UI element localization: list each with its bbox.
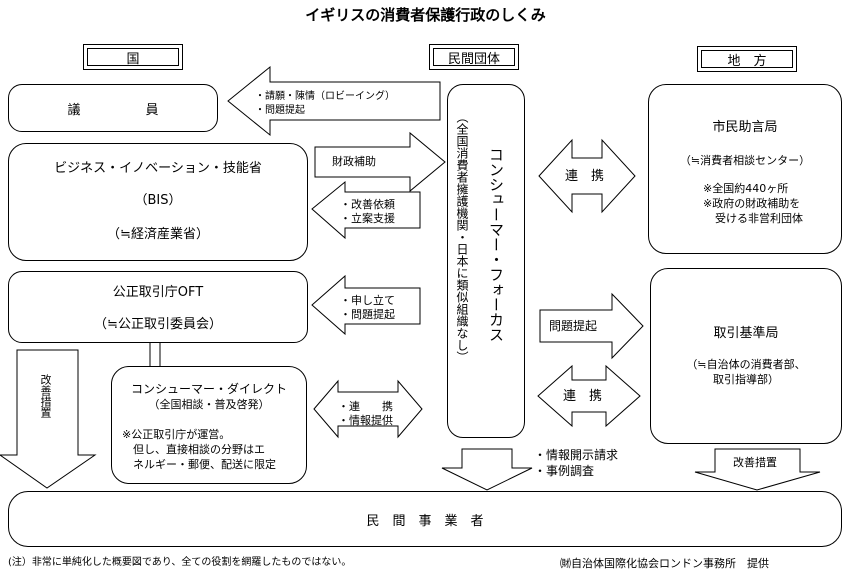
request-arrow bbox=[311, 180, 421, 240]
complaint-label-2: ・問題提起 bbox=[340, 308, 395, 321]
issue-raise-arrow bbox=[539, 292, 644, 360]
header-national: 国 bbox=[83, 44, 183, 70]
complaint-arrow bbox=[311, 274, 421, 336]
ts-name: 取引基準局 bbox=[713, 326, 779, 341]
link-upper-label: 連 携 bbox=[565, 169, 605, 184]
cooperate-arrow bbox=[313, 379, 423, 439]
header-private: 民間団体 bbox=[429, 44, 519, 70]
petition-arrow bbox=[227, 65, 441, 137]
box-consumer-focus: コンシューマー・フォーカス （全国消費者擁護機関・日本に類似組織なし） bbox=[447, 84, 525, 438]
cab-name: 市民助言局 bbox=[712, 120, 778, 135]
cab-note-2: ※政府の財政補助を bbox=[703, 197, 801, 210]
bis-abbrev: （BIS） bbox=[134, 193, 182, 208]
header-local-label: 地 方 bbox=[727, 53, 767, 69]
ts-equivalent-1: （≒自治体の消費者部、 bbox=[686, 358, 806, 371]
link-upper-arrow bbox=[538, 138, 636, 214]
focus-subtitle: （全国消費者擁護機関・日本に類似組織なし） bbox=[455, 111, 469, 363]
business-label: 民 間 事 業 者 bbox=[366, 513, 484, 529]
header-local: 地 方 bbox=[697, 46, 797, 72]
link-lower-arrow bbox=[537, 364, 641, 428]
cd-subtitle: （全国相談・普及啓発） bbox=[148, 398, 270, 411]
diagram-title: イギリスの消費者保護行政のしくみ bbox=[305, 6, 546, 24]
cooperate-label-1: ・連 携 bbox=[338, 400, 393, 413]
cooperate-label-2: ・情報提供 bbox=[338, 414, 393, 427]
disclosure-arrow bbox=[441, 448, 533, 491]
improve-left-arrow bbox=[0, 349, 97, 489]
petition-label-1: ・請願・陳情（ロビーイング） bbox=[255, 91, 395, 102]
ts-equivalent-2: 取引指導部） bbox=[713, 373, 779, 386]
header-private-label: 民間団体 bbox=[447, 51, 500, 67]
box-trading-standards: 取引基準局 （≒自治体の消費者部、 取引指導部） bbox=[650, 268, 842, 444]
box-parliament: 議 員 bbox=[8, 84, 218, 132]
improve-right-arrow bbox=[694, 448, 821, 491]
cd-note-1: ※公正取引庁が運営。 bbox=[122, 428, 231, 441]
box-bis: ビジネス・イノベーション・技能省 （BIS） （≒経済産業省） bbox=[8, 143, 308, 261]
issue-raise-label: 問題提起 bbox=[549, 319, 598, 333]
oft-equivalent: （≒公正取引委員会） bbox=[94, 317, 222, 332]
request-label-2: ・立案支援 bbox=[340, 212, 395, 225]
disclosure-label-2: ・事例調査 bbox=[534, 464, 595, 478]
improve-left-label: 改善措置 bbox=[39, 374, 52, 418]
improve-right-label: 改善措置 bbox=[733, 456, 777, 469]
box-consumer-direct: コンシューマー・ダイレクト （全国相談・普及啓発） ※公正取引庁が運営。 但し、… bbox=[111, 366, 307, 484]
oft-name: 公正取引庁OFT bbox=[112, 285, 204, 300]
link-lower-label: 連 携 bbox=[563, 389, 603, 404]
box-private-business: 民 間 事 業 者 bbox=[8, 491, 842, 547]
cab-note-3: 受ける非営利団体 bbox=[715, 212, 803, 225]
cd-note-2: 但し、直接相談の分野はエ bbox=[122, 443, 265, 456]
box-oft: 公正取引庁OFT （≒公正取引委員会） bbox=[8, 271, 308, 343]
bis-equivalent: （≒経済産業省） bbox=[107, 227, 209, 242]
funding-label: 財政補助 bbox=[332, 155, 376, 168]
box-citizens-advice: 市民助言局 （≒消費者相談センター） ※全国約440ヶ所 ※政府の財政補助を 受… bbox=[648, 84, 842, 254]
request-label-1: ・改善依頼 bbox=[340, 198, 395, 211]
petition-label-2: ・問題提起 bbox=[255, 105, 305, 116]
cab-equivalent: （≒消費者相談センター） bbox=[679, 154, 811, 167]
cd-name: コンシューマー・ダイレクト bbox=[130, 382, 287, 396]
footer-note: (注）非常に単純化した概要図であり、全ての役割を網羅したものではない。 bbox=[8, 557, 352, 568]
disclosure-label-1: ・情報開示請求 bbox=[534, 448, 619, 462]
complaint-label-1: ・申し立て bbox=[340, 294, 395, 307]
focus-title: コンシューマー・フォーカス bbox=[487, 147, 505, 342]
parliament-label: 議 員 bbox=[67, 102, 159, 118]
funding-arrow bbox=[314, 131, 446, 193]
footer-credit: ㈶自治体国際化協会ロンドン事務所 提供 bbox=[560, 557, 769, 570]
bis-name: ビジネス・イノベーション・技能省 bbox=[54, 161, 262, 176]
header-national-label: 国 bbox=[126, 51, 140, 67]
cd-note-3: ネルギー・郵便、配送に限定 bbox=[122, 458, 276, 471]
cab-note-1: ※全国約440ヶ所 bbox=[703, 182, 789, 195]
